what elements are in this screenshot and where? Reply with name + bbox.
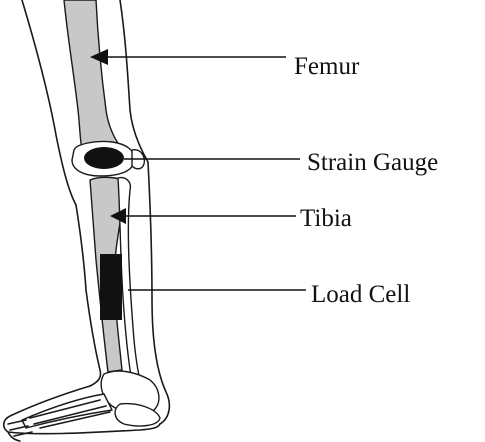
load-cell-label: Load Cell xyxy=(311,281,410,308)
strain-gauge-shape xyxy=(84,147,124,169)
femur-bone xyxy=(64,0,120,150)
strain-gauge-label: Strain Gauge xyxy=(307,149,438,176)
leg-outline-thigh-front xyxy=(120,0,148,162)
tibia-label: Tibia xyxy=(300,205,352,232)
load-cell-shape xyxy=(100,254,122,320)
femur-label: Femur xyxy=(294,53,360,80)
